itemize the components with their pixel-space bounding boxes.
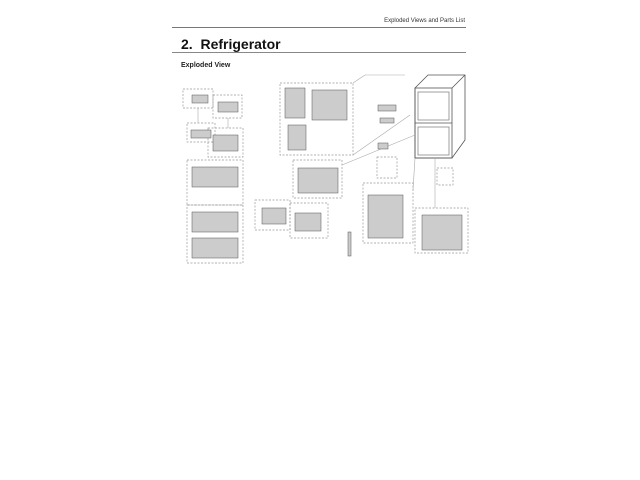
part-group-box bbox=[376, 156, 398, 179]
header-rule bbox=[172, 27, 466, 28]
part-group-box bbox=[212, 94, 243, 119]
part-group-box bbox=[279, 82, 354, 156]
page-title: 2. Refrigerator bbox=[181, 36, 281, 52]
part-group-box bbox=[186, 204, 244, 264]
part-group-box bbox=[362, 182, 414, 244]
part-group-box bbox=[207, 127, 244, 158]
part-group-box bbox=[292, 159, 343, 199]
part-group-box bbox=[436, 167, 454, 186]
part-group-box bbox=[186, 159, 244, 206]
section-subtitle: Exploded View bbox=[181, 62, 231, 69]
refrigerator-cabinet bbox=[414, 74, 466, 159]
title-rule bbox=[172, 52, 466, 53]
part-group-box bbox=[289, 202, 329, 239]
part-sketches bbox=[190, 87, 463, 259]
part-group-box bbox=[186, 122, 216, 143]
running-header: Exploded Views and Parts List bbox=[384, 18, 465, 24]
part-group-box bbox=[414, 207, 469, 254]
